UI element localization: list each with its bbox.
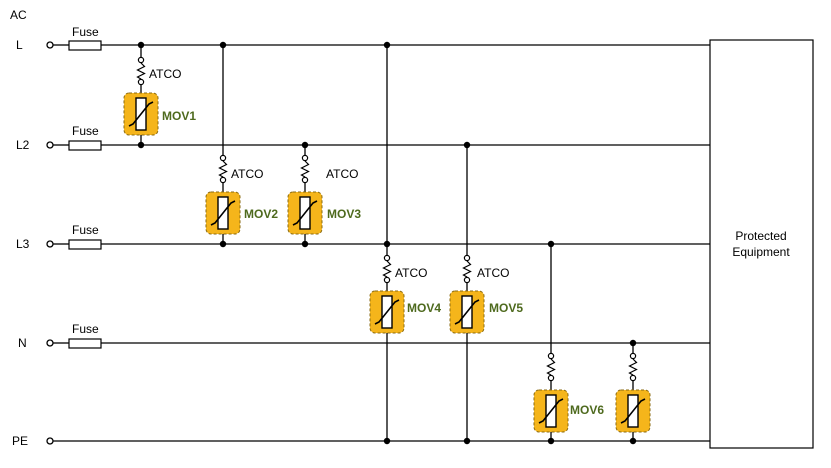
atco-label-3: ATCO — [326, 167, 358, 181]
varistor-icon — [369, 290, 405, 334]
fuse-l — [68, 40, 102, 51]
ac-label: AC — [10, 8, 27, 22]
mov4-branch — [369, 41, 405, 445]
line-label-l: L — [16, 38, 23, 52]
mov2-branch — [205, 41, 241, 248]
line-label-l2: L2 — [16, 138, 30, 152]
varistor-icon — [287, 191, 323, 235]
atco-label-2: ATCO — [231, 167, 263, 181]
varistor-icon — [205, 191, 241, 235]
mov6-branch — [533, 240, 569, 445]
line-label-pe: PE — [12, 434, 28, 448]
line-label-l3: L3 — [16, 237, 30, 251]
mov1-branch — [123, 41, 159, 149]
mov4-label: MOV4 — [407, 301, 441, 315]
atco-label-5: ATCO — [477, 266, 509, 280]
mov3-branch — [287, 141, 323, 248]
atco-fuse-icon — [136, 56, 146, 86]
fuse-link-icon — [546, 352, 556, 382]
fuse-label-l2: Fuse — [72, 124, 99, 138]
atco-fuse-icon — [218, 154, 228, 184]
atco-label-4: ATCO — [395, 266, 427, 280]
atco-fuse-icon — [300, 154, 310, 184]
fuse-n — [68, 338, 102, 349]
fuse-label-n: Fuse — [72, 322, 99, 336]
fuse-label-l3: Fuse — [72, 223, 99, 237]
terminal-n — [46, 339, 54, 347]
protected-equipment-label-2: Equipment — [732, 245, 790, 259]
mov1-label: MOV1 — [162, 109, 196, 123]
mov2-label: MOV2 — [244, 207, 278, 221]
atco-label-1: ATCO — [149, 67, 181, 81]
terminal-l3 — [46, 240, 54, 248]
mov7-branch — [615, 339, 651, 445]
terminal-pe — [46, 437, 54, 445]
atco-fuse-icon — [462, 254, 472, 284]
line-label-n: N — [18, 336, 27, 350]
fuse-link-icon — [628, 352, 638, 382]
varistor-icon — [615, 389, 651, 433]
varistor-icon — [449, 290, 485, 334]
varistor-icon — [533, 389, 569, 433]
mov3-label: MOV3 — [327, 207, 361, 221]
fuse-l3 — [68, 239, 102, 250]
mov5-label: MOV5 — [489, 301, 523, 315]
fuse-label-l: Fuse — [72, 25, 99, 39]
varistor-icon — [123, 92, 159, 136]
terminal-l — [46, 41, 54, 49]
fuse-l2 — [68, 140, 102, 151]
mov5-branch — [449, 141, 485, 445]
terminal-l2 — [46, 141, 54, 149]
mov6-label: MOV6 — [570, 403, 604, 417]
protected-equipment-box — [709, 39, 814, 449]
atco-fuse-icon — [382, 254, 392, 284]
protected-equipment-label-1: Protected — [735, 229, 786, 243]
